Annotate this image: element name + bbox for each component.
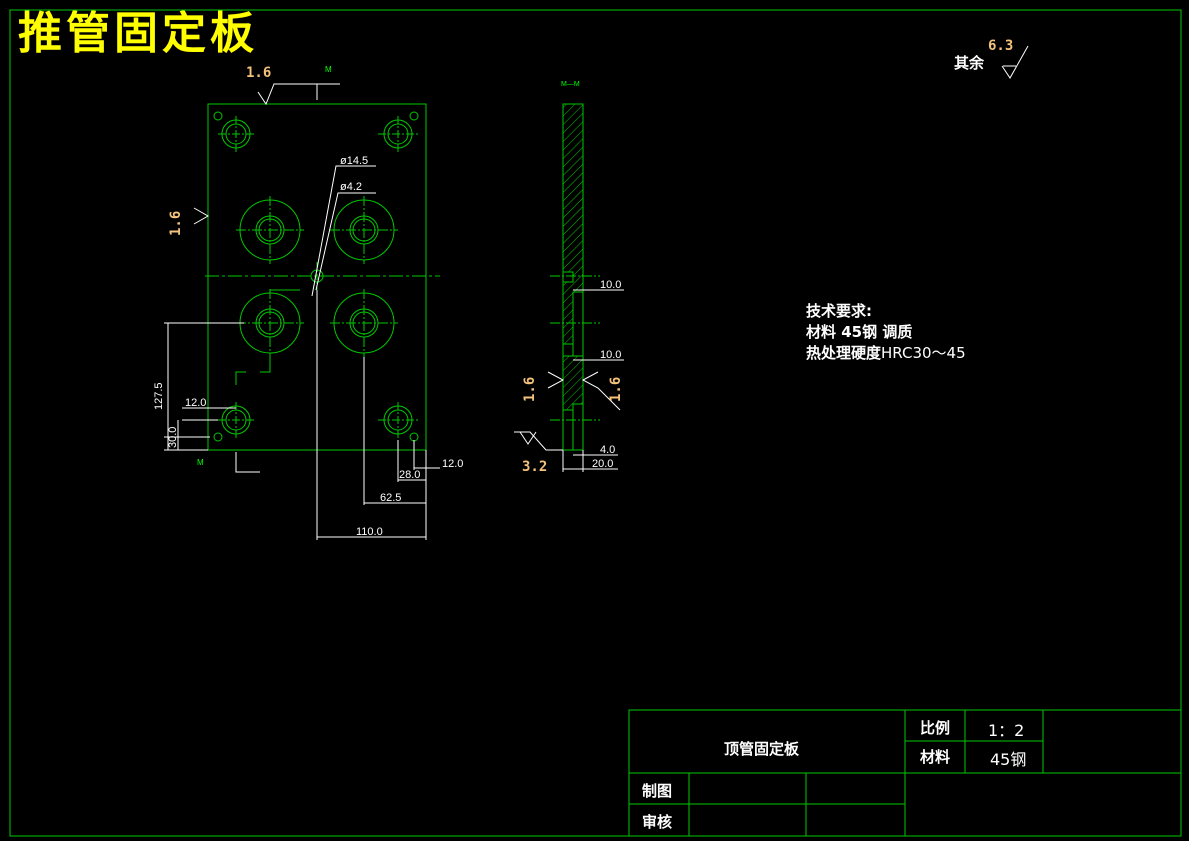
dim-side-10-top: 10.0: [600, 279, 621, 291]
roughness-side-right: 1.6: [608, 377, 624, 402]
roughness-side-left: 1.6: [522, 377, 538, 402]
large-hole-4: [330, 289, 398, 357]
dim-12-right: 12.0: [442, 458, 463, 470]
dim-side-10-mid: 10.0: [600, 349, 621, 361]
tech-requirements: 技术要求: 材料 45钢 调质 热处理硬度HRC30～45: [806, 301, 966, 364]
tech-line-2-value: HRC30～45: [881, 344, 966, 362]
dim-62-5: 62.5: [380, 492, 401, 504]
other-roughness-label: 其余: [954, 54, 985, 72]
dim-side-4: 4.0: [600, 444, 615, 456]
dim-12-left: 12.0: [185, 397, 206, 409]
title-block-grid: [628, 709, 1182, 837]
checked-by-label: 审核: [642, 813, 673, 831]
drawing-title: 推管固定板: [18, 8, 258, 59]
section-cut-bottom: [235, 452, 260, 473]
corner-hole-bottom-left: [213, 402, 256, 442]
roughness-symbol-top: [257, 83, 320, 106]
side-dimension-lines: [514, 289, 624, 472]
roughness-left: 1.6: [168, 211, 184, 236]
front-dimension-lines: [164, 290, 440, 540]
section-letter-bottom: M: [197, 458, 204, 467]
corner-hole-bottom-right: [378, 402, 420, 442]
corner-hole-top-right: [378, 111, 420, 152]
material-value: 45钢: [990, 750, 1027, 769]
side-section-view: [550, 103, 600, 451]
front-view: [205, 83, 440, 473]
corner-hole-top-left: [213, 111, 256, 152]
tech-heading: 技术要求:: [806, 302, 872, 320]
roughness-other-value: 6.3: [988, 38, 1013, 54]
drawn-by-label: 制图: [642, 782, 673, 800]
roughness-side-bottom: 3.2: [522, 459, 547, 475]
section-marker: M—M: [561, 81, 580, 88]
diameter-leaders: [311, 165, 376, 297]
roughness-symbol-left: [193, 207, 210, 225]
section-letter-top: M: [325, 65, 332, 74]
dim-side-20: 20.0: [592, 458, 613, 470]
dim-127-5: 127.5: [153, 382, 165, 410]
tech-line-1: 材料 45钢 调质: [806, 323, 913, 341]
dim-dia-large: ø14.5: [340, 155, 368, 167]
material-label: 材料: [920, 748, 951, 766]
section-step-3: [260, 355, 271, 373]
roughness-top: 1.6: [246, 65, 271, 81]
dim-30: 30.0: [167, 427, 179, 448]
part-name: 顶管固定板: [724, 740, 800, 758]
tech-line-2: 热处理硬度HRC30～45: [806, 343, 966, 364]
section-cut-top: [316, 83, 340, 100]
drawing-border: [9, 9, 1182, 837]
dim-28: 28.0: [399, 469, 420, 481]
large-hole-2: [330, 196, 398, 264]
roughness-symbol-other: [1001, 45, 1029, 79]
scale-label: 比例: [920, 719, 951, 737]
scale-value: 1：2: [988, 721, 1025, 740]
dim-110: 110.0: [356, 526, 383, 538]
tech-line-2-prefix: 热处理硬度: [806, 344, 882, 362]
large-hole-3: [236, 289, 304, 357]
dim-dia-small: ø4.2: [340, 181, 362, 193]
large-hole-1: [236, 196, 304, 264]
section-step-2: [235, 371, 246, 385]
roughness-symbols-side: [547, 371, 621, 411]
